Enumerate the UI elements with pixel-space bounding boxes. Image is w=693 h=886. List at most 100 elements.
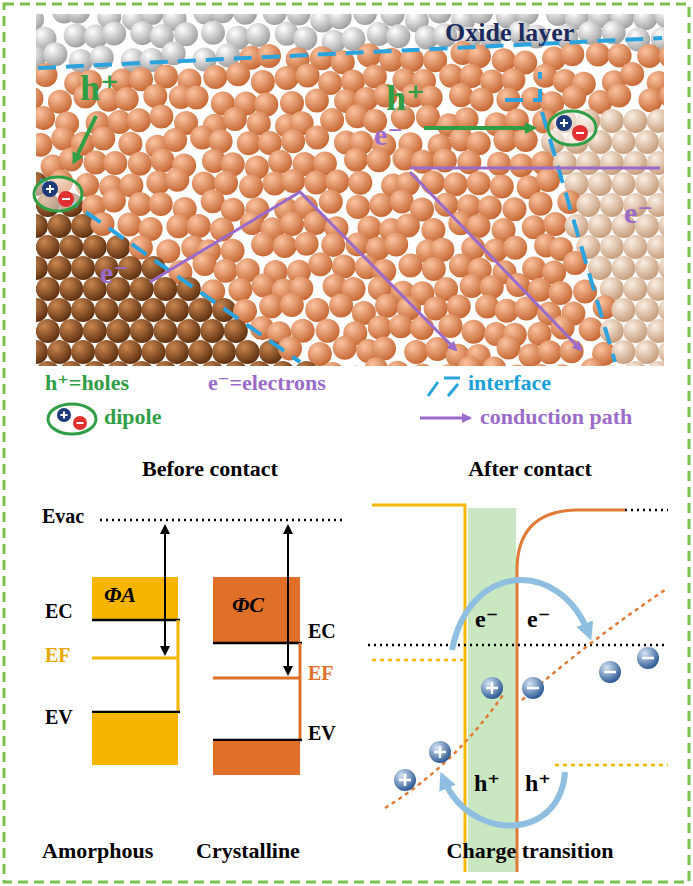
atom xyxy=(153,361,177,366)
atom xyxy=(129,235,153,259)
atom xyxy=(503,236,527,260)
atom xyxy=(509,153,533,177)
atom xyxy=(579,317,603,341)
atom xyxy=(36,106,55,130)
atom xyxy=(329,293,353,317)
atom xyxy=(623,277,647,301)
atom xyxy=(404,340,428,364)
legend-text: interface xyxy=(468,370,551,395)
atom xyxy=(487,152,511,176)
atom xyxy=(548,281,572,305)
atom xyxy=(328,14,352,29)
svg-circle xyxy=(42,181,58,197)
atom xyxy=(600,235,624,259)
atom xyxy=(538,340,562,364)
interface-icon xyxy=(428,378,460,396)
atom xyxy=(367,148,391,172)
atom xyxy=(251,232,275,256)
electron-label: e⁻ xyxy=(100,256,129,291)
atom xyxy=(118,298,142,322)
atom xyxy=(562,85,586,109)
fermi-level xyxy=(555,764,668,767)
atom xyxy=(386,361,410,366)
atom xyxy=(200,361,224,366)
dipole-icon xyxy=(548,111,596,145)
atom xyxy=(91,126,115,150)
svg-path xyxy=(424,126,534,130)
electron-label: e⁻ xyxy=(624,196,653,231)
svg-circle xyxy=(637,647,659,669)
atom xyxy=(623,235,647,259)
atom xyxy=(102,21,126,45)
svg-path xyxy=(77,422,84,424)
atom xyxy=(600,319,624,343)
atom xyxy=(623,361,647,366)
negative-charges xyxy=(522,647,659,699)
svg-circle xyxy=(556,115,572,131)
atom xyxy=(389,314,413,338)
hole-label: h⁺ xyxy=(386,78,425,119)
path-arrow-icon xyxy=(420,417,470,420)
atom xyxy=(599,365,623,366)
atom-lattice xyxy=(36,14,664,366)
hole-arrows xyxy=(74,116,534,162)
atom xyxy=(321,362,345,366)
conduction-paths xyxy=(150,168,660,350)
legend-text: e⁻=electrons xyxy=(208,370,326,395)
valence-band xyxy=(213,741,300,775)
phase-label: Crystalline xyxy=(196,838,300,863)
vacuum-level xyxy=(100,519,345,522)
work-function-arrow xyxy=(164,526,166,654)
atom xyxy=(71,298,95,322)
atom xyxy=(304,171,328,195)
work-function-label: ΦA xyxy=(104,582,136,607)
vacuum-level xyxy=(625,509,668,512)
atom xyxy=(659,256,665,280)
hole-label: h⁺ xyxy=(80,68,119,109)
atom xyxy=(66,14,90,24)
svg-path xyxy=(542,112,615,362)
atom xyxy=(375,294,399,318)
atom xyxy=(647,319,664,343)
atom xyxy=(83,235,107,259)
atom xyxy=(48,340,72,364)
svg-ellipse xyxy=(48,404,96,434)
atom xyxy=(490,175,514,199)
atom xyxy=(659,214,665,238)
atom xyxy=(372,337,396,361)
fermi-level xyxy=(213,677,300,680)
atom xyxy=(83,361,107,366)
legend-text: h⁺=holes xyxy=(45,370,129,395)
legend-text: dipole xyxy=(104,404,161,429)
atom xyxy=(384,233,408,257)
electron-label: e⁻ xyxy=(527,606,550,634)
svg-path xyxy=(62,198,70,200)
atom xyxy=(117,212,141,236)
atom xyxy=(106,319,130,343)
work-function-label: ΦC xyxy=(232,592,264,617)
atom xyxy=(128,192,152,216)
atom xyxy=(275,66,299,90)
atom xyxy=(505,364,529,366)
energy-level-label: EV xyxy=(308,722,336,745)
atom xyxy=(655,14,664,28)
atom xyxy=(647,235,664,259)
atom xyxy=(103,151,127,175)
atom xyxy=(127,108,151,132)
atom xyxy=(187,214,211,238)
atom xyxy=(143,84,167,108)
atom xyxy=(36,133,52,157)
atom xyxy=(635,256,659,280)
atom xyxy=(346,232,370,256)
atom xyxy=(635,172,659,196)
atom xyxy=(536,168,560,192)
svg-path xyxy=(527,687,539,690)
atom xyxy=(142,340,166,364)
atom xyxy=(36,235,60,259)
atom xyxy=(130,319,154,343)
atom xyxy=(637,44,661,68)
atom xyxy=(659,44,664,68)
atom xyxy=(295,232,319,256)
band-edge xyxy=(92,711,180,714)
